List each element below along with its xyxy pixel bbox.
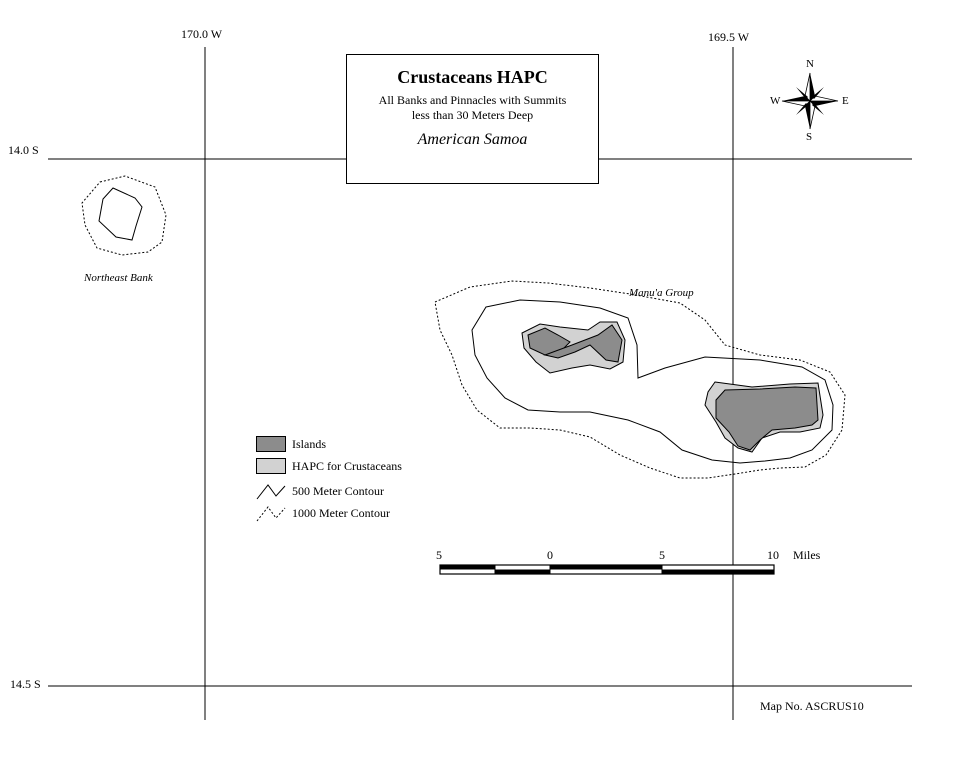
- legend-1000m-swatch: [256, 506, 286, 522]
- scale-bar: [439, 564, 775, 575]
- lon-label-169-5: 169.5 W: [708, 30, 750, 44]
- legend-islands-label: Islands: [292, 436, 326, 451]
- northeast-bank-label: Northeast Bank: [84, 272, 153, 284]
- map-subtitle: All Banks and Pinnacles with Summits les…: [347, 93, 598, 123]
- map-number: Map No. ASCRUS10: [760, 699, 864, 713]
- compass-rose: [781, 72, 839, 130]
- manua-1000m-contour: [434, 280, 846, 479]
- compass-w: W: [770, 95, 781, 107]
- scale-tick-label-3: 5: [659, 548, 665, 562]
- lon-label-170-0: 170.0 W: [181, 27, 223, 41]
- legend-hapc-swatch: [256, 458, 286, 474]
- olosega-island: [543, 324, 623, 363]
- scale-tick-label-4: 10: [767, 548, 779, 562]
- manua-500m-contour: [471, 299, 834, 464]
- title-box: Crustaceans HAPC All Banks and Pinnacles…: [346, 54, 599, 184]
- lat-label-14-5: 14.5 S: [10, 677, 41, 691]
- legend-500m-swatch: [256, 484, 286, 500]
- map-subtitle-line1: All Banks and Pinnacles with Summits: [378, 93, 567, 107]
- compass-s: S: [806, 131, 813, 143]
- scale-unit-label: Miles: [793, 548, 821, 562]
- legend-1000m-label: 1000 Meter Contour: [292, 505, 390, 520]
- compass-e: E: [842, 95, 849, 107]
- map-region: American Samoa: [417, 131, 528, 148]
- tau-island: [715, 386, 819, 451]
- legend-hapc-label: HAPC for Crustaceans: [292, 458, 402, 473]
- scale-tick-label-1: 5: [436, 548, 442, 562]
- scale-tick-label-2: 0: [547, 548, 553, 562]
- legend-1000m: 1000 Meter Contour: [256, 504, 390, 522]
- map-subtitle-line2: less than 30 Meters Deep: [411, 108, 534, 122]
- manua-group-label: Manu'a Group: [629, 287, 694, 299]
- legend-islands-swatch: [256, 436, 286, 452]
- legend-500m-label: 500 Meter Contour: [292, 483, 384, 498]
- compass-n: N: [806, 58, 814, 70]
- northeast-bank-1000m-contour: [81, 175, 167, 256]
- legend-islands: Islands: [256, 436, 326, 452]
- map-title: Crustaceans HAPC: [397, 67, 548, 87]
- northeast-bank-500m-contour: [98, 187, 143, 241]
- legend-500m: 500 Meter Contour: [256, 482, 384, 500]
- lat-label-14-0: 14.0 S: [8, 143, 39, 157]
- legend-hapc: HAPC for Crustaceans: [256, 458, 402, 474]
- ofu-island: [527, 327, 571, 356]
